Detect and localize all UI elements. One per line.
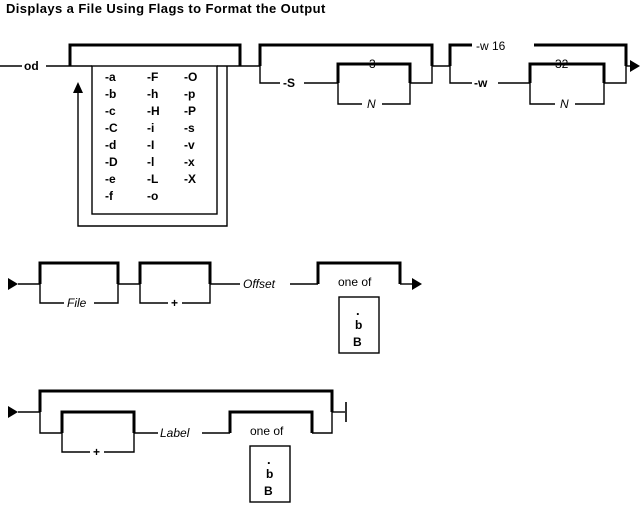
flag-item: -l (147, 155, 154, 169)
row3-dot-choice: . (267, 452, 271, 467)
s-branch-out (410, 66, 433, 84)
w-var-bg (555, 97, 575, 111)
flag-item: -P (184, 104, 196, 118)
row3-plus-bypass (60, 410, 136, 433)
row2-start-arrow (8, 278, 18, 290)
flag-item: -D (105, 155, 118, 169)
diagram-title: Displays a File Using Flags to Format th… (6, 1, 326, 16)
oneof-bypass-line (316, 261, 402, 284)
one-of-label: one of (338, 275, 372, 289)
plus-bypass-line (138, 261, 212, 284)
b-choice: b (355, 318, 362, 332)
plus-sign: + (171, 296, 178, 310)
flag-item: -F (147, 70, 158, 84)
flag-item: -X (184, 172, 196, 186)
s-var: N (367, 97, 376, 111)
file-bypass-line (38, 261, 120, 284)
flag-item: -H (147, 104, 160, 118)
flag-item: -e (105, 172, 116, 186)
flag-item: -O (184, 70, 197, 84)
row1-continue-arrow (630, 60, 640, 72)
label-param: Label (160, 426, 190, 440)
w-value: 32 (555, 57, 569, 71)
w-default: -w 16 (476, 39, 506, 53)
w-branch-out (604, 66, 627, 84)
flag-item: -I (147, 138, 154, 152)
s-default-value: 3 (369, 57, 376, 71)
flag-item: -p (184, 87, 195, 101)
row2-continue-arrow (412, 278, 422, 290)
flags-grid: -a -F -O -b -h -p -c -H -P -C -i -s -d -… (105, 70, 197, 203)
B-choice: B (353, 335, 362, 349)
oneof-bg (333, 274, 385, 288)
flags-repeat-loop (77, 66, 228, 227)
row3-branch-out (312, 412, 333, 434)
w-default-line (448, 43, 628, 66)
flag-item: -d (105, 138, 116, 152)
row3-branch-in (39, 412, 62, 434)
row3-oneof-bg (245, 423, 297, 437)
flag-item: -L (147, 172, 158, 186)
row3-start-arrow (8, 406, 18, 418)
flag-item: -s (184, 121, 195, 135)
flag-item: -i (147, 121, 154, 135)
row2-syntax: File + Offset one of . b B (8, 261, 422, 354)
row3-plus-sign: + (93, 445, 100, 459)
w-var: N (560, 97, 569, 111)
flag-item: -c (105, 104, 116, 118)
row3-syntax: + Label one of . b B (8, 389, 347, 503)
file-param: File (67, 296, 87, 310)
flag-item: -o (147, 189, 158, 203)
w-branch-in (449, 66, 472, 84)
flags-bypass-line (68, 43, 242, 66)
dot-choice: . (356, 303, 360, 318)
flag-item: -a (105, 70, 116, 84)
flag-item: -h (147, 87, 158, 101)
row3-B-choice: B (264, 484, 273, 498)
flags-repeat-arrow (73, 82, 83, 93)
row1-syntax: od -a -F -O -b -h -p -c -H -P -C -i -s -… (0, 37, 640, 227)
file-bg (64, 296, 94, 310)
w-default-bg (472, 37, 534, 53)
flag-item: -f (105, 189, 114, 203)
s-bypass-line (258, 43, 434, 66)
flag-item: -C (105, 121, 118, 135)
oneof-box (338, 296, 380, 354)
row3-bypass-line (38, 389, 334, 412)
row3-one-of-label: one of (250, 424, 284, 438)
w-value-line (528, 62, 606, 83)
flag-item: -x (184, 155, 195, 169)
command-od: od (24, 59, 39, 73)
s-branch-in (259, 66, 280, 84)
s-default-line (336, 62, 412, 83)
row3-b-choice: b (266, 467, 273, 481)
flag-item: -b (105, 87, 116, 101)
flags-box (91, 65, 218, 215)
row3-plus-bg (90, 446, 104, 458)
s-flag: -S (283, 76, 295, 90)
flag-item: -v (184, 138, 195, 152)
offset-param: Offset (243, 277, 276, 291)
plus-bg (168, 297, 182, 309)
row3-oneof-box (249, 445, 291, 503)
row3-oneof-bypass (228, 410, 314, 433)
w-flag: -w (474, 76, 488, 90)
s-var-bg (362, 97, 382, 111)
